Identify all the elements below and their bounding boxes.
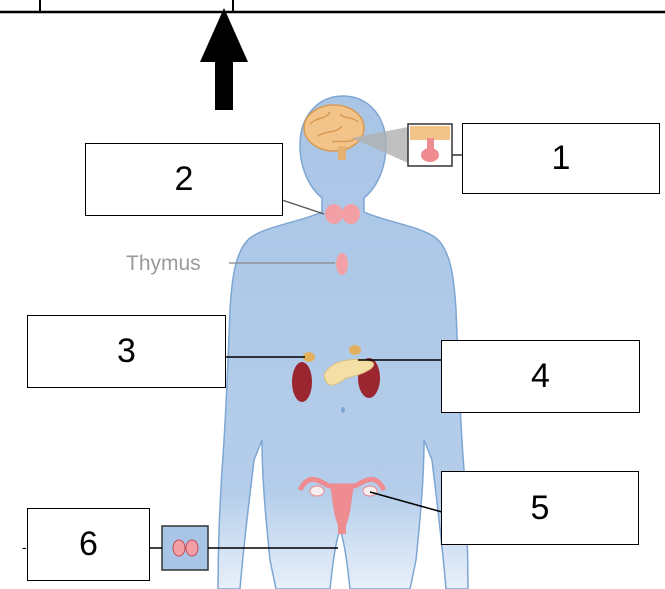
thymus-icon (336, 253, 348, 275)
label-box-3[interactable]: 3 (27, 315, 226, 388)
label-box-4-text: 4 (531, 357, 550, 396)
label-box-2[interactable]: 2 (85, 143, 283, 216)
leader-line-2 (282, 200, 324, 214)
thymus-label: Thymus (126, 252, 201, 276)
label-box-1[interactable]: 1 (462, 123, 660, 194)
pituitary-inset (408, 124, 462, 166)
label-box-5[interactable]: 5 (441, 471, 639, 545)
testes-inset (162, 526, 208, 570)
label-box-4[interactable]: 4 (441, 340, 640, 413)
label-box-2-text: 2 (175, 160, 194, 199)
label-box-5-text: 5 (531, 489, 550, 528)
label-box-6[interactable]: 6 (27, 508, 150, 581)
label-box-6-text: 6 (79, 525, 98, 564)
navel-mark (341, 407, 345, 413)
up-arrow-icon (200, 8, 248, 110)
label-box-3-text: 3 (117, 332, 136, 371)
label-box-1-text: 1 (552, 139, 571, 178)
